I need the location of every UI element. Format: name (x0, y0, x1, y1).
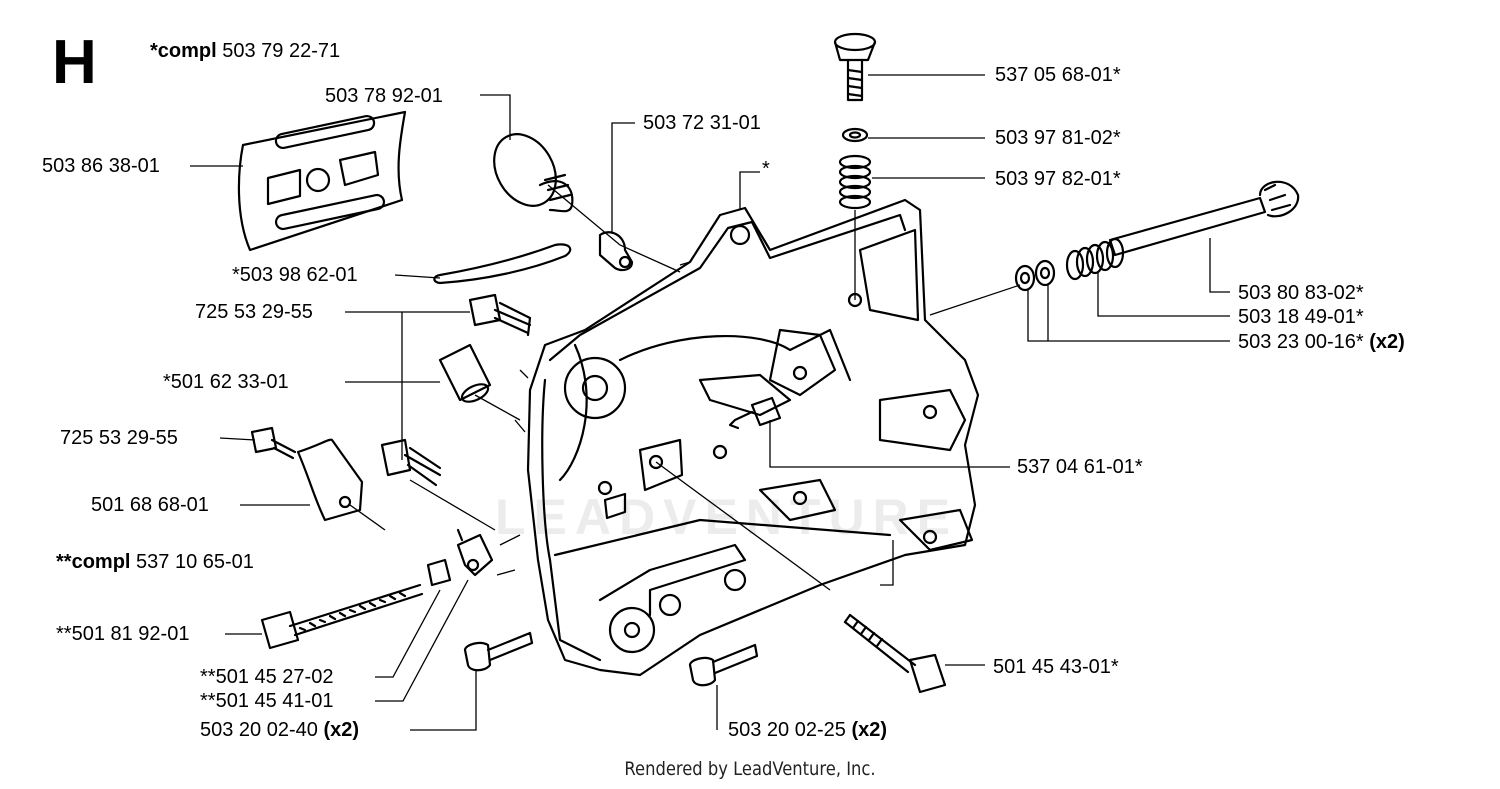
kit-label-2: **compl 537 10 65-01 (56, 551, 254, 573)
part-label: 725 53 29-55 (195, 301, 313, 323)
watermark: LEADVENTURE (495, 489, 959, 545)
part-label: 503 97 81-02* (995, 127, 1121, 149)
part-label: *501 62 33-01 (163, 371, 289, 393)
tensioner-screw (260, 583, 424, 650)
part-label: 537 04 61-01* (1017, 456, 1143, 478)
bar-plate (237, 110, 407, 252)
part-label: 503 86 38-01 (42, 155, 160, 177)
chain-cover-housing (526, 198, 980, 677)
washers-right (1014, 259, 1056, 292)
section-letter: H (52, 28, 97, 97)
washer-top (841, 127, 869, 143)
part-label: 503 23 00-16* (x2) (1238, 331, 1405, 353)
tensioner-pin (456, 528, 494, 577)
screw-bottom-mid (688, 643, 759, 687)
strip (433, 243, 572, 285)
adjust-screw-bottom (843, 613, 947, 694)
spring-right (1065, 237, 1125, 281)
part-label: * (762, 158, 770, 180)
screw-bottom-left (463, 631, 534, 672)
part-label: 503 78 92-01 (325, 85, 443, 107)
valve-screw-top (833, 32, 877, 102)
part-label: *503 98 62-01 (232, 264, 358, 286)
valve-small (728, 396, 782, 430)
part-label: 503 72 31-01 (643, 112, 761, 134)
leader-lines (190, 74, 1230, 731)
tensioner-nut (426, 558, 452, 587)
kit-label-1: *compl 503 79 22-71 (150, 40, 341, 62)
part-label: 503 97 82-01* (995, 168, 1121, 190)
part-label: **501 45 27-02 (200, 666, 334, 688)
part-label: 503 20 02-25 (x2) (728, 719, 888, 741)
part-label: 503 20 02-40 (x2) (200, 719, 360, 741)
bracket (296, 438, 364, 522)
screw-upper (468, 293, 532, 337)
pin (438, 343, 492, 403)
screw-small (250, 426, 297, 460)
part-label: 503 80 83-02* (1238, 282, 1364, 304)
part-label: 725 53 29-55 (60, 427, 178, 449)
part-label: **501 81 92-01 (56, 623, 190, 645)
plug (598, 231, 634, 272)
part-label: 503 18 49-01* (1238, 306, 1364, 328)
footer-credit: Rendered by LeadVenture, Inc. (624, 758, 876, 780)
part-label: 501 68 68-01 (91, 494, 209, 516)
part-label: 501 45 43-01* (993, 656, 1119, 678)
screw-middle (380, 438, 442, 487)
pump-shaft (1108, 180, 1300, 257)
part-label: 537 05 68-01* (995, 64, 1121, 86)
oil-filler-cap (493, 133, 574, 213)
spring-top (838, 154, 872, 210)
part-label: **501 45 41-01 (200, 690, 334, 712)
